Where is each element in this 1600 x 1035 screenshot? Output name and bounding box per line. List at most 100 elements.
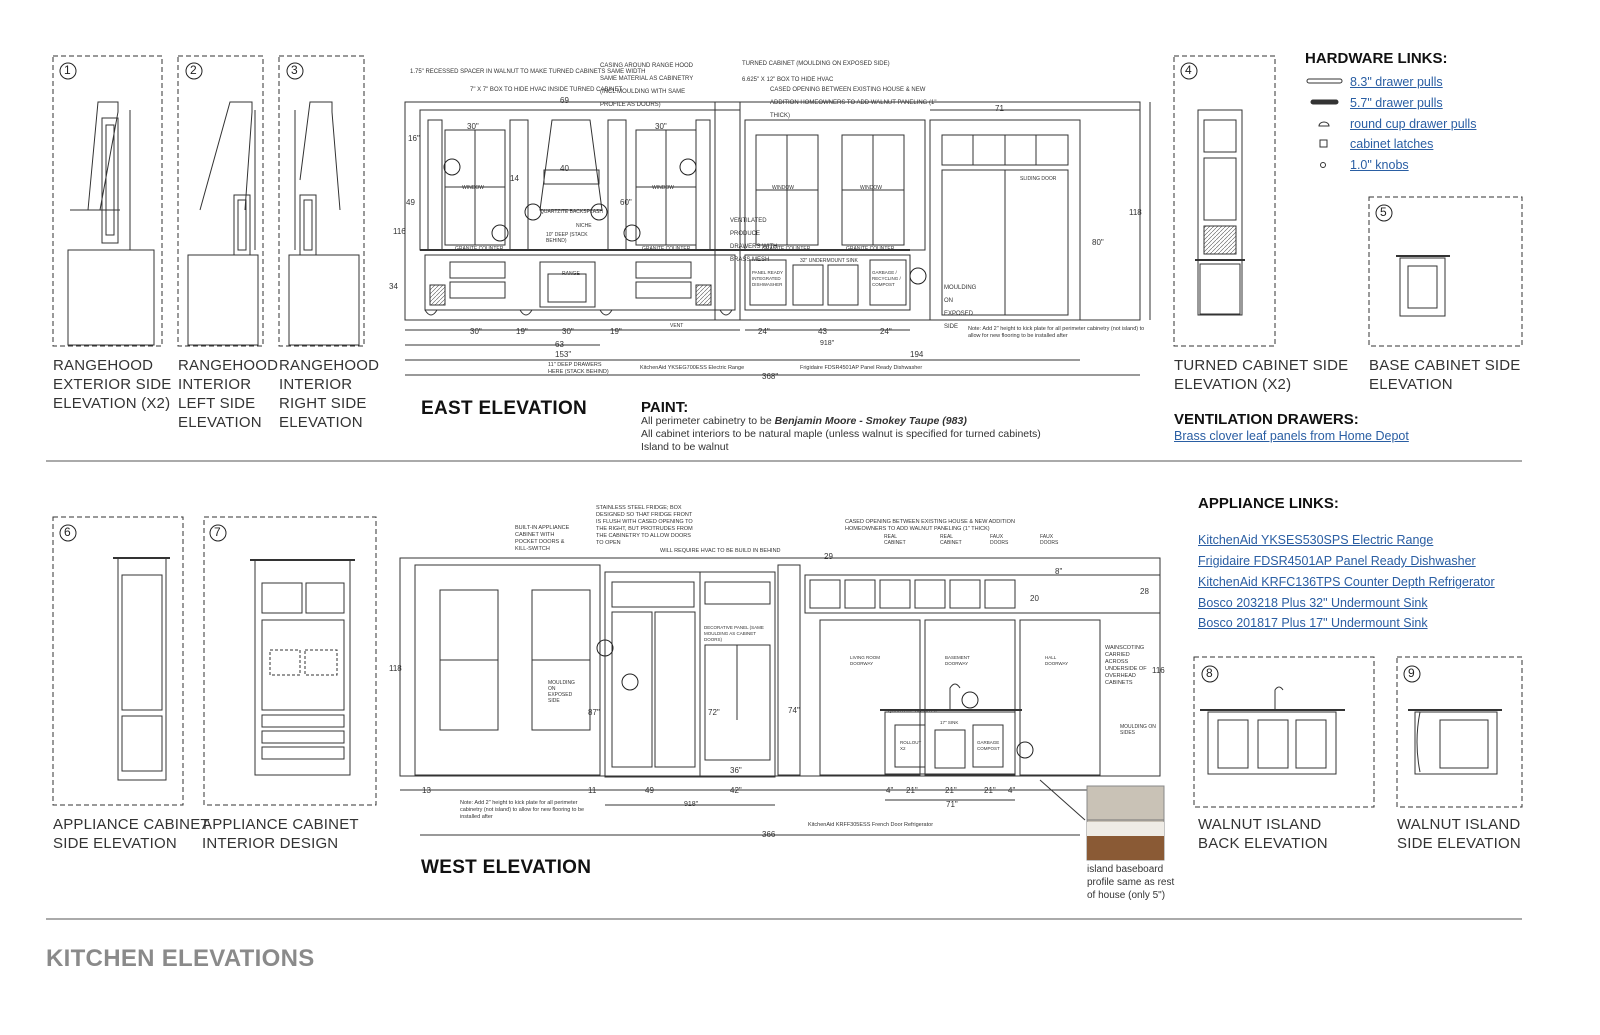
west-dim-20: 20 [1030, 594, 1039, 603]
hardware-icons [1306, 78, 1343, 168]
east-dim-14: 14 [510, 174, 519, 183]
appliance-links-title: APPLIANCE LINKS: [1198, 495, 1339, 512]
east-note-2: 7" X 7" BOX TO HIDE HVAC INSIDE TURNED C… [470, 87, 623, 93]
appliance-link-refrigerator[interactable]: KitchenAid KRFC136TPS Counter Depth Refr… [1198, 575, 1495, 589]
east-label-sliding: SLIDING DOOR [1020, 176, 1057, 182]
paint-line-2: All cabinet interiors to be natural mapl… [641, 428, 1041, 440]
west-dim-28: 28 [1140, 587, 1149, 596]
marker-1: 1 [64, 63, 71, 77]
east-dim-116: 116 [393, 227, 406, 236]
knob-icon [1320, 162, 1326, 168]
west-note-4: CASED OPENING BETWEEN EXISTING HOUSE & N… [845, 519, 1015, 532]
detail-7-drawing [203, 516, 377, 806]
west-label-sink17: 17" SINK [940, 720, 959, 725]
east-dim-80: 80" [1092, 238, 1104, 247]
hardware-link-8in-pulls[interactable]: 8.3" drawer pulls [1350, 75, 1443, 89]
appliance-link-sink-32[interactable]: Bosco 203218 Plus 32" Undermount Sink [1198, 596, 1428, 610]
hardware-link-knobs[interactable]: 1.0" knobs [1350, 158, 1409, 172]
west-label-hall: HALL DOORWAY [1045, 655, 1069, 666]
west-dim-11: 11 [588, 786, 597, 795]
east-dim-63: 63 [555, 340, 564, 349]
west-note-3: WILL REQUIRE HVAC TO BE BUILD IN BEHIND [660, 548, 781, 554]
east-note-1: 1.75" RECESSED SPACER IN WALNUT TO MAKE … [410, 69, 646, 75]
east-dim-30b: 30" [655, 122, 667, 131]
east-dim-153: 153" [555, 350, 572, 359]
east-label-window4: WINDOW [860, 185, 882, 191]
west-note-7: KitchenAid KRFF305ESS French Door Refrig… [808, 822, 934, 828]
west-dim-49: 49 [645, 786, 654, 795]
west-dim-918: 918" [684, 801, 699, 808]
west-dim-72: 72" [708, 708, 720, 717]
east-note-5: 6.625" X 12" BOX TO HIDE HVAC [742, 77, 834, 83]
west-label-mouldsides: MOULDING ON SIDES [1120, 724, 1156, 736]
west-elevation-drawing [399, 557, 1161, 836]
page-footer-title: KITCHEN ELEVATIONS [46, 945, 315, 972]
detail-9-drawing [1396, 656, 1523, 808]
detail-6-drawing [52, 516, 184, 806]
hardware-link-5in-pulls[interactable]: 5.7" drawer pulls [1350, 96, 1443, 110]
west-note-5: WAINSCOTING CARRIED ACROSS UNDERSIDE OF … [1105, 645, 1147, 686]
west-note-8: DECORATIVE PANEL (SAME MOULDING AS CABIN… [704, 625, 764, 642]
marker-5: 5 [1380, 205, 1387, 219]
paint-line-3: Island to be walnut [641, 441, 729, 453]
east-note-6: CASED OPENING BETWEEN EXISTING HOUSE & N… [770, 87, 937, 119]
east-elevation-drawing [404, 101, 1151, 376]
west-dim-116: 116 [1152, 666, 1165, 675]
east-label-window1: WINDOW [462, 185, 484, 191]
long-pull-icon [1306, 78, 1343, 84]
west-label-quartzite: QUARTZITE COUNTER [888, 708, 937, 713]
west-dim-118: 118 [389, 664, 402, 673]
west-label-real1: REAL CABINET [884, 534, 906, 546]
west-label-faux1: FAUX DOORS [990, 534, 1009, 546]
marker-8: 8 [1206, 666, 1213, 680]
west-dim-42: 42" [730, 786, 742, 795]
east-note-4: TURNED CABINET (MOULDING ON EXPOSED SIDE… [742, 61, 890, 67]
west-dim-4b: 4" [1008, 786, 1016, 795]
east-label-garbage: GARBAGE / RECYCLING / COMPOST [872, 270, 901, 287]
east-label-granite2: GRANITE COUNTER [642, 246, 691, 252]
marker-3: 3 [291, 63, 298, 77]
east-dim-118: 118 [1129, 208, 1142, 217]
east-label-window2: WINDOW [652, 185, 674, 191]
west-dim-21a: 21" [906, 786, 918, 795]
west-dim-21b: 21" [945, 786, 957, 795]
east-note-9: Note: Add 2" height to kick plate for al… [968, 326, 1145, 339]
appliance-link-dishwasher[interactable]: Frigidaire FDSR4501AP Panel Ready Dishwa… [1198, 554, 1476, 568]
ventilation-link[interactable]: Brass clover leaf panels from Home Depot [1174, 429, 1409, 443]
detail-3-drawing [278, 55, 365, 347]
marker-9: 9 [1408, 666, 1415, 680]
east-label-deep: 10" DEEP (STACK BEHIND) [546, 232, 588, 244]
detail-2-drawing [177, 55, 264, 347]
west-label-basement: BASEMENT DOORWAY [945, 655, 970, 666]
west-label-rollout: ROLLOUT X2 [900, 740, 922, 751]
ventilation-title: VENTILATION DRAWERS: [1174, 411, 1359, 428]
west-label-faux2: FAUX DOORS [1040, 534, 1059, 546]
detail-5-drawing [1368, 196, 1523, 347]
east-label-backsplash: QUARTZITE BACKSPLASH [540, 209, 603, 215]
marker-6: 6 [64, 525, 71, 539]
paint-title: PAINT: [641, 399, 689, 416]
east-note-8: MOULDING ON EXPOSED SIDE [944, 285, 977, 330]
appliance-link-sink-17[interactable]: Bosco 201817 Plus 17" Undermount Sink [1198, 616, 1428, 630]
appliance-link-range[interactable]: KitchenAid YKSES530SPS Electric Range [1198, 533, 1434, 547]
cup-pull-icon [1318, 121, 1330, 127]
west-dim-71: 71" [946, 800, 958, 809]
east-dim-40: 40 [560, 164, 569, 173]
west-dim-36: 36" [730, 766, 742, 775]
east-label-vent: VENT [670, 323, 684, 329]
east-note-10: 11" DEEP DRAWERS HERE (STACK BEHIND) [548, 362, 609, 375]
east-dim-71: 71 [995, 104, 1004, 113]
east-elevation-title: EAST ELEVATION [421, 398, 588, 419]
east-dim-60: 60" [620, 198, 632, 207]
west-note-1: STAINLESS STEEL FRIDGE; BOX DESIGNED SO … [596, 505, 693, 546]
hardware-link-cup-pulls[interactable]: round cup drawer pulls [1350, 117, 1477, 131]
east-dim-19a: 19" [516, 327, 528, 336]
hardware-link-latches[interactable]: cabinet latches [1350, 137, 1434, 151]
